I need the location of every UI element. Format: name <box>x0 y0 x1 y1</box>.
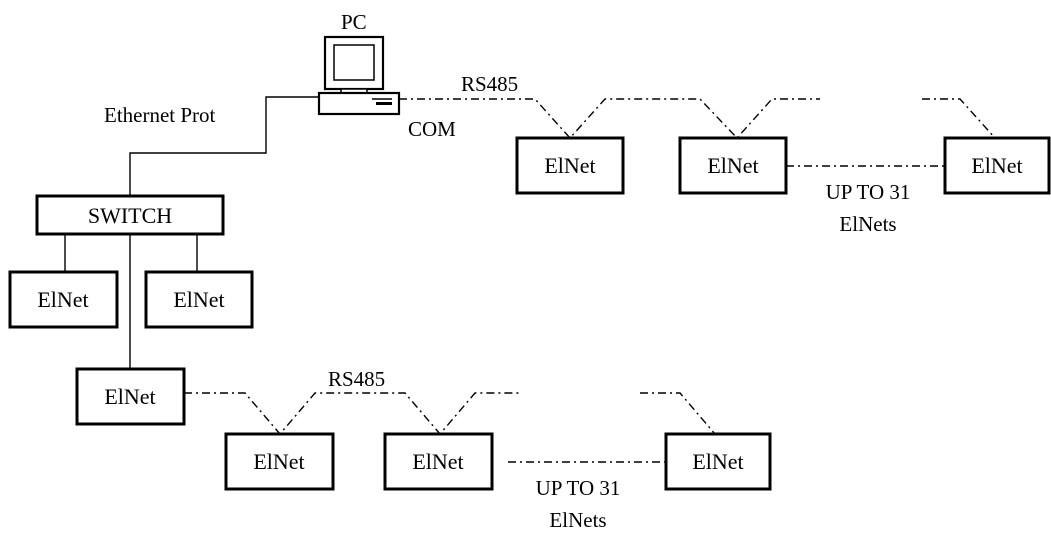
elnet-label: ElNet <box>253 449 304 474</box>
elnet-device <box>383 432 494 491</box>
rs485-bus-upper-end <box>922 98 996 139</box>
elnet-label: ElNet <box>37 287 88 312</box>
elnet-label: ElNet <box>173 287 224 312</box>
rs485-label-upper: RS485 <box>461 72 518 96</box>
pc-computer-icon <box>317 35 401 116</box>
elnet-label: ElNet <box>707 153 758 178</box>
elnet-label: ElNet <box>544 153 595 178</box>
elnet-device <box>515 136 625 195</box>
elnet-label: ElNet <box>971 153 1022 178</box>
rs485-bus-lower <box>184 392 522 436</box>
elnet-device <box>75 367 186 426</box>
ethernet-label: Ethernet Prot <box>104 103 216 127</box>
elnet-device <box>943 136 1051 195</box>
limit-note-line2: ElNets <box>839 212 896 236</box>
elnet-device <box>678 136 788 195</box>
rs485-bus-upper <box>399 98 820 140</box>
limit-note-line1: UP TO 31 <box>826 180 911 204</box>
pc-label: PC <box>341 10 367 34</box>
elnet-label: ElNet <box>412 449 463 474</box>
limit-note-line1: UP TO 31 <box>536 476 621 500</box>
elnet-device <box>224 432 335 491</box>
elnet-device <box>144 270 254 329</box>
rs485-label-lower: RS485 <box>328 367 385 391</box>
elnet-label: ElNet <box>104 384 155 409</box>
limit-note-line2: ElNets <box>549 508 606 532</box>
switch-label: SWITCH <box>88 203 172 228</box>
ethernet-link <box>129 96 319 196</box>
elnet-device <box>664 432 772 491</box>
elnet-device <box>8 270 119 329</box>
elnet-label: ElNet <box>692 449 743 474</box>
rs485-bus-lower-end <box>640 392 716 435</box>
com-port-label: COM <box>408 117 456 141</box>
